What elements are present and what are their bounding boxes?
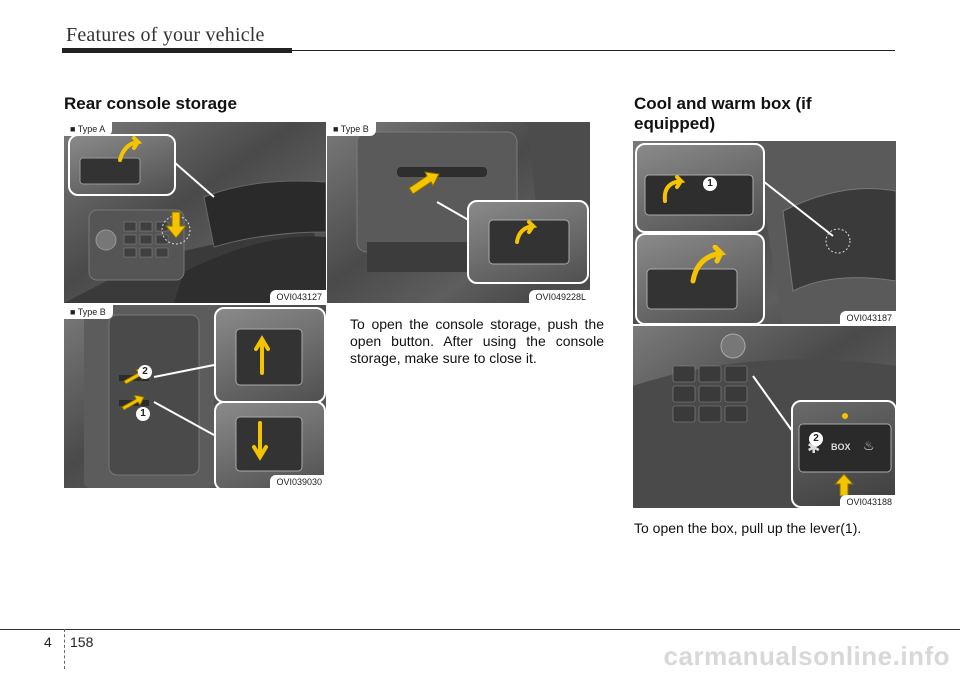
figure-type-b-top: ■ Type B OVI049228L: [327, 122, 590, 303]
figure-cool-box-switch: ✱ BOX ♨ 2 OVI043188: [633, 326, 896, 508]
header-title: Features of your vehicle: [66, 24, 265, 46]
lift-arrow-icon: [515, 220, 538, 244]
press-arrow-icon: [121, 395, 145, 411]
rear-console-heading: Rear console storage: [64, 94, 237, 113]
header-accent-bar: [62, 48, 292, 53]
marker-1: 1: [703, 177, 717, 191]
header-rule: [62, 50, 895, 51]
marker-2: 2: [809, 432, 823, 446]
figure-code: OVI039030: [270, 475, 326, 488]
figure-type-b-bottom: 2 1 ■ Type B OVI039030: [64, 305, 326, 488]
lift-arrow-icon: [252, 421, 268, 461]
figure-type-a-inset: [68, 134, 176, 196]
marker-1: 1: [136, 407, 150, 421]
type-tag: ■ Type B: [64, 305, 113, 319]
watermark: carmanualsonline.info: [663, 641, 950, 671]
type-tag: ■ Type B: [327, 122, 376, 136]
figure-type-a: ■ Type A OVI043127: [64, 122, 326, 303]
footer-rule: [0, 629, 960, 630]
figure-cool-box-inset-bottom: [635, 233, 765, 324]
figure-cool-box-switch-inset: ✱ BOX ♨: [791, 400, 896, 508]
type-tag: ■ Type A: [64, 122, 113, 136]
heat-icon: ♨: [863, 438, 875, 453]
console-illustration: [64, 161, 326, 303]
page-number: 158: [70, 634, 94, 650]
cool-warm-box-heading: Cool and warm box (if equipped): [634, 94, 812, 133]
lift-arrow-icon: [690, 245, 727, 284]
press-arrow-icon: [118, 136, 143, 162]
figure-code: OVI049228L: [529, 290, 590, 303]
figure-code: OVI043188: [840, 495, 896, 508]
figure-type-b-inset-upper: [214, 307, 326, 403]
box-label: BOX: [831, 442, 851, 452]
marker-2: 2: [138, 365, 152, 379]
console-illustration: [753, 141, 896, 324]
lift-arrow-icon: [254, 335, 270, 375]
chapter-number: 4: [44, 634, 52, 650]
press-arrow-icon: [408, 171, 440, 195]
figure-code: OVI043127: [270, 290, 326, 303]
figure-cool-box-inset-top: [635, 143, 765, 233]
figure-cool-box-open: 1 OVI043187: [633, 141, 896, 324]
figure-code: OVI043187: [840, 311, 896, 324]
lift-arrow-icon: [662, 175, 686, 203]
rear-console-instructions: To open the console storage, push the op…: [350, 316, 604, 366]
figure-type-b-inset: [467, 200, 589, 284]
figure-type-b-inset-lower: [214, 401, 326, 488]
cool-warm-box-instructions: To open the box, pull up the lever(1).: [634, 520, 862, 536]
console-illustration: [84, 305, 215, 488]
footer-separator: [64, 629, 66, 669]
press-arrow-icon: [164, 211, 188, 239]
